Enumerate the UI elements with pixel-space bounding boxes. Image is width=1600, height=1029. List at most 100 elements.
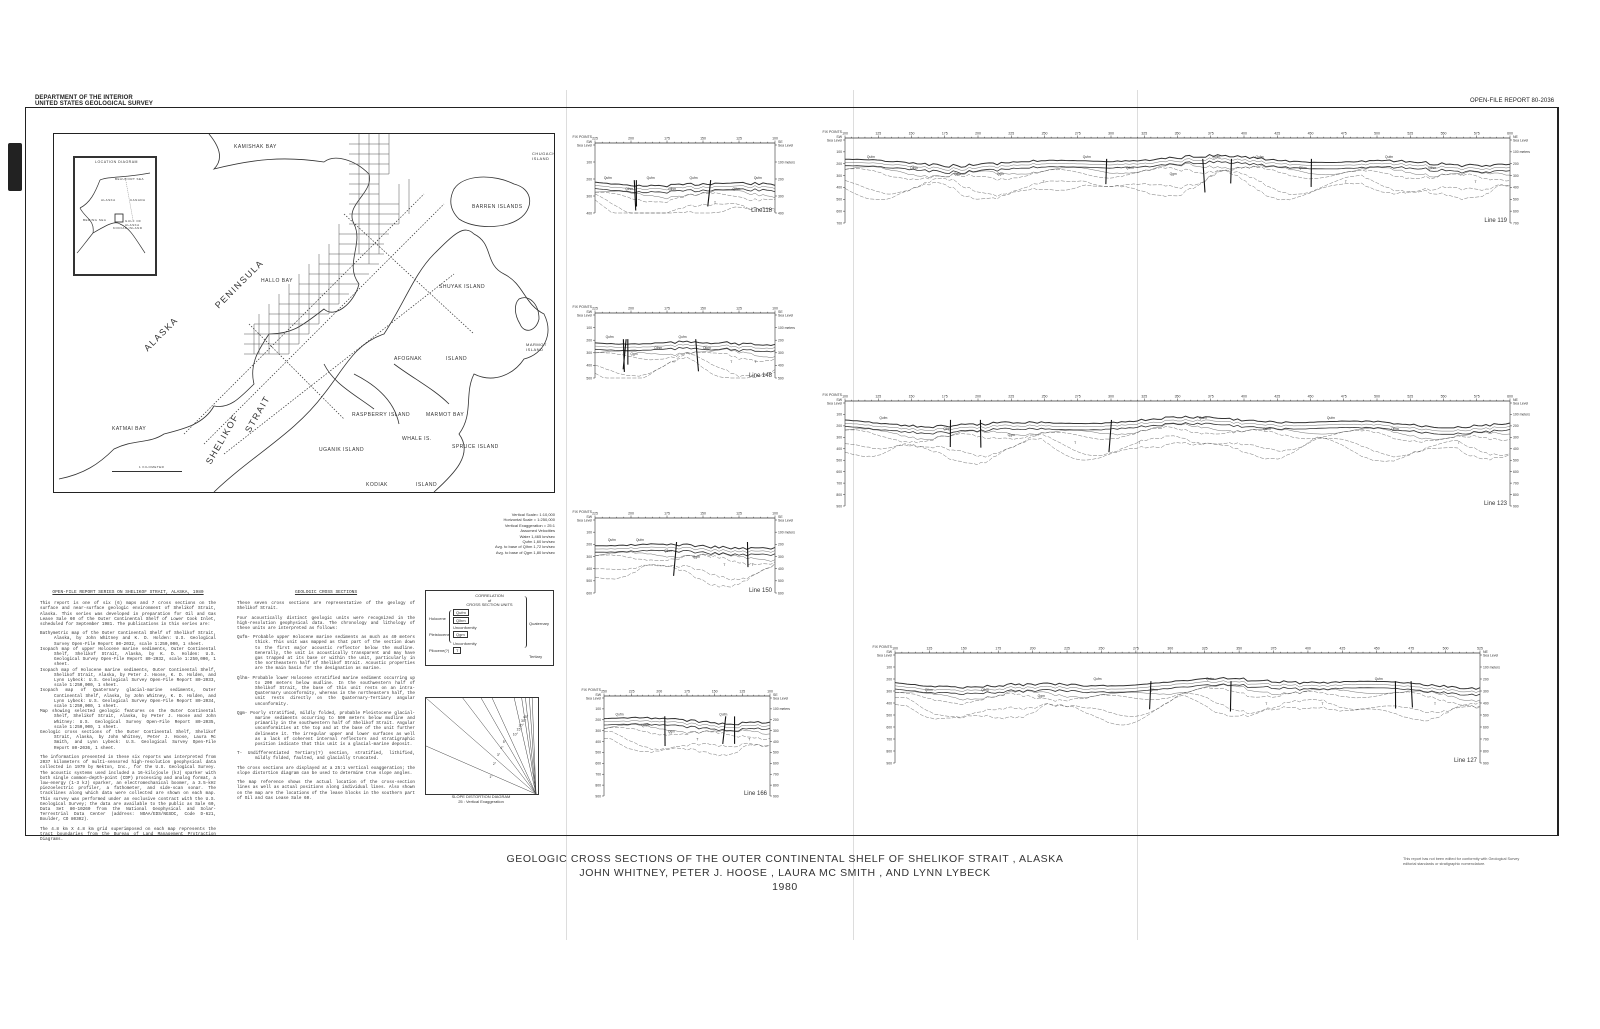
depth-label-right: Sea Level (1483, 653, 1498, 657)
reflector-line (845, 157, 1511, 171)
reflector-line (895, 687, 1481, 706)
depth-label-right: 300 (773, 729, 779, 733)
depth-label-right: 600 (1513, 209, 1519, 213)
unit-label: Qufm (636, 538, 644, 542)
depth-label-right: Sea Level (778, 518, 793, 522)
unit-label: Qufm (1385, 155, 1393, 159)
slope-line (473, 657, 537, 795)
unit-label: Qlhm (1391, 427, 1399, 431)
slope-angle-label: 45° (523, 715, 529, 719)
slope-angle-label: 2° (493, 762, 497, 766)
slope-angle-label: 4° (500, 746, 504, 750)
fix-point-label: 175 (664, 307, 670, 311)
fix-point-label: 375 (1208, 132, 1214, 136)
seafloor-profile (603, 716, 771, 726)
depth-label-right: 700 (1513, 481, 1519, 485)
reflector-line (844, 422, 1511, 435)
depth-label-left: 400 (586, 211, 592, 215)
fix-point-label: 225 (592, 137, 598, 141)
fix-point-label: 300 (1108, 132, 1114, 136)
line-name-label: Line 148 (749, 373, 773, 379)
depth-label-left: 600 (886, 725, 892, 729)
depth-label-left: 400 (586, 567, 592, 571)
depth-label-right: Sea Level (778, 313, 793, 317)
depth-label-left: 400 (886, 701, 892, 705)
depth-label-right: 400 (773, 740, 779, 744)
fix-point-label: 175 (995, 647, 1001, 651)
depth-label-right: 400 (1513, 447, 1519, 451)
depth-label-left: 600 (595, 762, 601, 766)
depth-label-left: 200 (586, 339, 592, 343)
fix-point-label: 250 (601, 690, 607, 694)
location-map: LOCATION DIAGRAM BEAUFORT SEA ALASKA CAN… (53, 133, 555, 493)
depth-label-left: 200 (836, 424, 842, 428)
depth-label-right: 100 meters (778, 530, 795, 534)
fix-point-label: 125 (875, 395, 881, 399)
reflector-line (594, 563, 776, 588)
end-label-left: SW (886, 650, 892, 654)
unit-label: Qlhm (703, 346, 711, 350)
fix-point-label: 550 (1441, 132, 1447, 136)
unit-label: T (748, 737, 750, 741)
reflector-line (603, 727, 771, 740)
reflector-line (603, 723, 771, 732)
fix-point-label: 275 (1075, 132, 1081, 136)
label-marmot-island: MARMOT ISLAND (526, 342, 547, 352)
label-raspberry-island: RASPBERRY ISLAND (352, 412, 411, 418)
fix-point-label: 125 (736, 137, 742, 141)
unit-label: Qlhm (1299, 166, 1307, 170)
fix-point-label: 200 (1030, 647, 1036, 651)
label-kamishak-bay: KAMISHAK BAY (234, 144, 277, 150)
unit-code: Qgm- (237, 710, 248, 716)
fix-point-label: 525 (1477, 647, 1483, 651)
map-scale-caption: 1 KILOMETER (139, 465, 165, 469)
correlation-of: of (487, 597, 492, 603)
scale-and-velocity-notes: Vertical Scale= 1:10,000 Horizontal Scal… (440, 512, 555, 555)
fix-point-label: 325 (1141, 132, 1147, 136)
unit-label: T (730, 360, 732, 364)
depth-label-right: 800 (1483, 749, 1489, 753)
unit-label: Qlhm (943, 427, 951, 431)
unit-label: T (1458, 441, 1460, 445)
inset-label: ALASKA (101, 198, 116, 202)
reflector-line (594, 193, 776, 214)
unit-label: T (1043, 180, 1045, 184)
slope-diagram-caption: SLOPE DISTORTION DIAGRAM 25 : Vertical E… (425, 794, 537, 805)
sheet-title: GEOLOGIC CROSS SECTIONS OF THE OUTER CON… (506, 853, 1064, 865)
unit-description: Probable lower Holocene stratified marin… (252, 675, 416, 707)
epoch-pleistocene: Pleistocene (429, 632, 450, 637)
fix-point-label: 600 (1507, 132, 1513, 136)
inset-label: CANADA (130, 198, 146, 202)
fix-point-label: 225 (1008, 132, 1014, 136)
depth-label-right: 100 meters (1483, 665, 1500, 669)
depth-label-left: Sea Level (827, 401, 842, 405)
depth-label-left: 500 (836, 198, 842, 202)
depth-label-left: 400 (595, 740, 601, 744)
depth-label-right: 500 (773, 751, 779, 755)
fix-point-label: 300 (1167, 647, 1173, 651)
slope-angle-label: 3° (497, 753, 501, 757)
paragraph: This report is one of six (6) maps and 7… (40, 601, 216, 628)
fix-point-label: 125 (736, 307, 742, 311)
fix-point-label: 150 (700, 137, 706, 141)
fix-point-label: 425 (1339, 647, 1345, 651)
fix-point-label: 525 (1407, 132, 1413, 136)
reflector-line (894, 694, 1481, 726)
fix-point-label: 450 (1308, 132, 1314, 136)
fix-point-label: 150 (909, 132, 915, 136)
depth-label-right: 700 (1513, 221, 1519, 225)
fix-point-label: 125 (736, 512, 742, 516)
fix-points-label: FIX POINTS (873, 645, 893, 649)
depth-label-right: 200 (1513, 424, 1519, 428)
unit-label: Qgm (1008, 433, 1015, 437)
depth-label-left: 300 (586, 351, 592, 355)
depth-label-left: 700 (595, 773, 601, 777)
fault-line (707, 180, 712, 207)
unit-label: T (723, 563, 725, 567)
depth-label-right: 100 meters (778, 326, 795, 330)
reflector-line (594, 185, 776, 191)
